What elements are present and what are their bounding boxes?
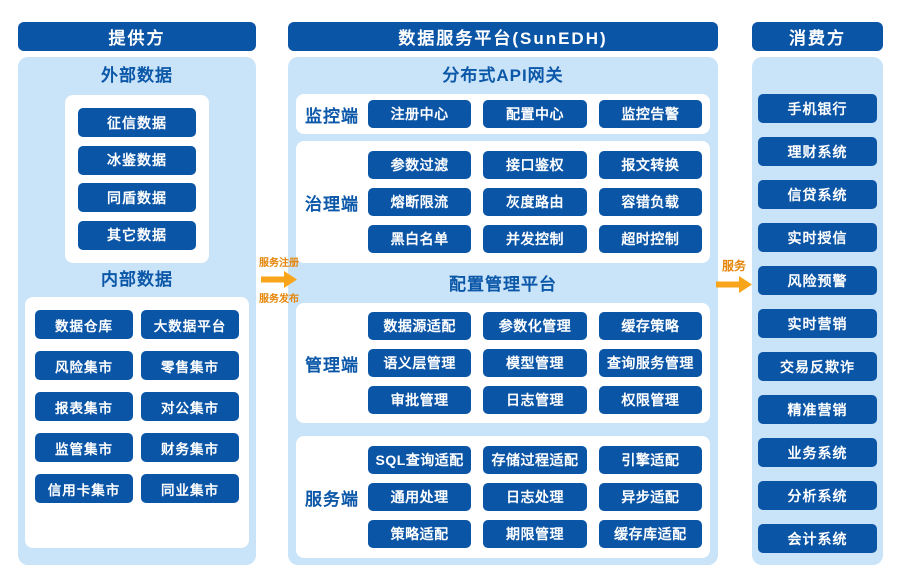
service-register-label: 服务注册: [259, 258, 299, 269]
service-item: 引擎适配: [598, 446, 702, 474]
service-arrow: 服务: [712, 257, 756, 293]
service-item: 异步适配: [598, 483, 702, 511]
external-data-title: 外部数据: [101, 66, 173, 85]
internal-item: 零售集市: [141, 351, 239, 380]
management-item: 缓存策略: [598, 312, 702, 340]
consumer-item: 交易反欺诈: [758, 352, 877, 381]
platform-header: 数据服务平台(SunEDH): [288, 22, 718, 51]
internal-item: 报表集市: [35, 392, 133, 421]
consumer-item: 手机银行: [758, 94, 877, 123]
governance-label: 治理端: [305, 194, 359, 214]
internal-item: 风险集市: [35, 351, 133, 380]
api-gateway-title: 分布式API网关: [442, 66, 564, 85]
consumer-item: 风险预警: [758, 266, 877, 295]
arrow-right-icon: [261, 271, 297, 288]
management-item: 权限管理: [598, 386, 702, 414]
service-row: 服务端 SQL查询适配 存储过程适配 引擎适配 通用处理 日志处理 异步适配 策…: [296, 436, 710, 558]
consumer-item: 业务系统: [758, 438, 877, 467]
service-register-publish-arrow: 服务注册 服务发布: [254, 254, 304, 305]
service-label: 服务端: [305, 489, 359, 509]
provider-header: 提供方: [18, 22, 256, 51]
governance-item: 超时控制: [598, 225, 702, 253]
service-publish-label: 服务发布: [259, 294, 299, 305]
management-grid: 数据源适配 参数化管理 缓存策略 语义层管理 模型管理 查询服务管理 审批管理 …: [368, 312, 702, 414]
monitor-item: 注册中心: [368, 100, 472, 128]
provider-column: 提供方 外部数据 征信数据 冰鉴数据 同盾数据 其它数据 内部数据 数据仓库 大…: [18, 22, 256, 565]
management-item: 模型管理: [483, 349, 587, 377]
service-item: 通用处理: [368, 483, 472, 511]
monitor-item: 监控告警: [598, 100, 702, 128]
governance-item: 接口鉴权: [483, 151, 587, 179]
external-data-box: 征信数据 冰鉴数据 同盾数据 其它数据: [65, 95, 209, 263]
service-item: 策略适配: [368, 520, 472, 548]
external-item: 征信数据: [78, 108, 196, 138]
governance-item: 熔断限流: [368, 188, 472, 216]
management-item: 查询服务管理: [598, 349, 702, 377]
provider-panel: 外部数据 征信数据 冰鉴数据 同盾数据 其它数据 内部数据 数据仓库 大数据平台…: [18, 57, 256, 565]
internal-data-title: 内部数据: [101, 270, 173, 289]
management-item: 参数化管理: [483, 312, 587, 340]
consumer-item: 实时授信: [758, 223, 877, 252]
governance-item: 并发控制: [483, 225, 587, 253]
consumer-item: 实时营销: [758, 309, 877, 338]
platform-column: 数据服务平台(SunEDH) 分布式API网关 监控端 注册中心 配置中心 监控…: [288, 22, 718, 565]
management-item: 语义层管理: [368, 349, 472, 377]
consumer-item: 分析系统: [758, 481, 877, 510]
service-item: 缓存库适配: [598, 520, 702, 548]
consumer-panel: 手机银行 理财系统 信贷系统 实时授信 风险预警 实时营销 交易反欺诈 精准营销…: [752, 57, 883, 565]
consumer-item: 信贷系统: [758, 180, 877, 209]
management-label: 管理端: [305, 355, 359, 375]
internal-item: 信用卡集市: [35, 474, 133, 503]
management-row: 管理端 数据源适配 参数化管理 缓存策略 语义层管理 模型管理 查询服务管理 审…: [296, 303, 710, 423]
internal-item: 财务集市: [141, 433, 239, 462]
management-item: 日志管理: [483, 386, 587, 414]
consumer-item: 精准营销: [758, 395, 877, 424]
consumer-header: 消费方: [752, 22, 883, 51]
monitor-label: 监控端: [305, 106, 359, 126]
external-item: 其它数据: [78, 220, 196, 250]
governance-item: 参数过滤: [368, 151, 472, 179]
service-grid: SQL查询适配 存储过程适配 引擎适配 通用处理 日志处理 异步适配 策略适配 …: [368, 446, 702, 548]
service-item: 日志处理: [483, 483, 587, 511]
internal-item: 对公集市: [141, 392, 239, 421]
service-label-text: 服务: [721, 259, 746, 273]
internal-data-box: 数据仓库 大数据平台 风险集市 零售集市 报表集市 对公集市 监管集市 财务集市…: [25, 297, 249, 548]
management-item: 数据源适配: [368, 312, 472, 340]
monitor-row: 监控端 注册中心 配置中心 监控告警: [296, 94, 710, 134]
governance-row: 治理端 参数过滤 接口鉴权 报文转换 熔断限流 灰度路由 容错负载 黑白名单 并…: [296, 141, 710, 263]
management-item: 审批管理: [368, 386, 472, 414]
governance-item: 灰度路由: [483, 188, 587, 216]
monitor-grid: 注册中心 配置中心 监控告警: [368, 100, 702, 128]
external-item: 同盾数据: [78, 183, 196, 213]
internal-item: 监管集市: [35, 433, 133, 462]
internal-item: 同业集市: [141, 474, 239, 503]
governance-item: 报文转换: [598, 151, 702, 179]
external-item: 冰鉴数据: [78, 145, 196, 175]
consumer-column: 消费方 手机银行 理财系统 信贷系统 实时授信 风险预警 实时营销 交易反欺诈 …: [752, 22, 883, 565]
governance-grid: 参数过滤 接口鉴权 报文转换 熔断限流 灰度路由 容错负载 黑白名单 并发控制 …: [368, 151, 702, 253]
internal-item: 数据仓库: [35, 310, 133, 339]
monitor-item: 配置中心: [483, 100, 587, 128]
consumer-item: 会计系统: [758, 524, 877, 553]
consumer-item: 理财系统: [758, 137, 877, 166]
platform-panel: 分布式API网关 监控端 注册中心 配置中心 监控告警 治理端 参数过滤 接口鉴…: [288, 57, 718, 565]
config-platform-title: 配置管理平台: [449, 275, 557, 294]
arrow-right-icon: [716, 276, 752, 293]
governance-item: 容错负载: [598, 188, 702, 216]
service-item: 存储过程适配: [483, 446, 587, 474]
service-item: SQL查询适配: [368, 446, 472, 474]
internal-item: 大数据平台: [141, 310, 239, 339]
service-item: 期限管理: [483, 520, 587, 548]
governance-item: 黑白名单: [368, 225, 472, 253]
